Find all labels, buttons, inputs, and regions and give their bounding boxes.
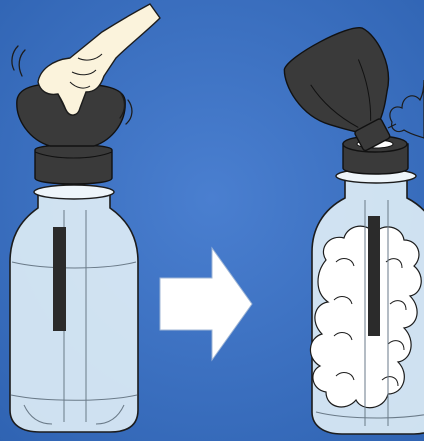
bottle-before-collar — [34, 185, 114, 199]
bottle-after-strip — [368, 216, 380, 336]
bottle-before — [10, 185, 138, 432]
bottle-before-strip — [53, 227, 66, 331]
pump-before-cap — [35, 145, 112, 184]
bottle-before-body — [10, 190, 138, 432]
